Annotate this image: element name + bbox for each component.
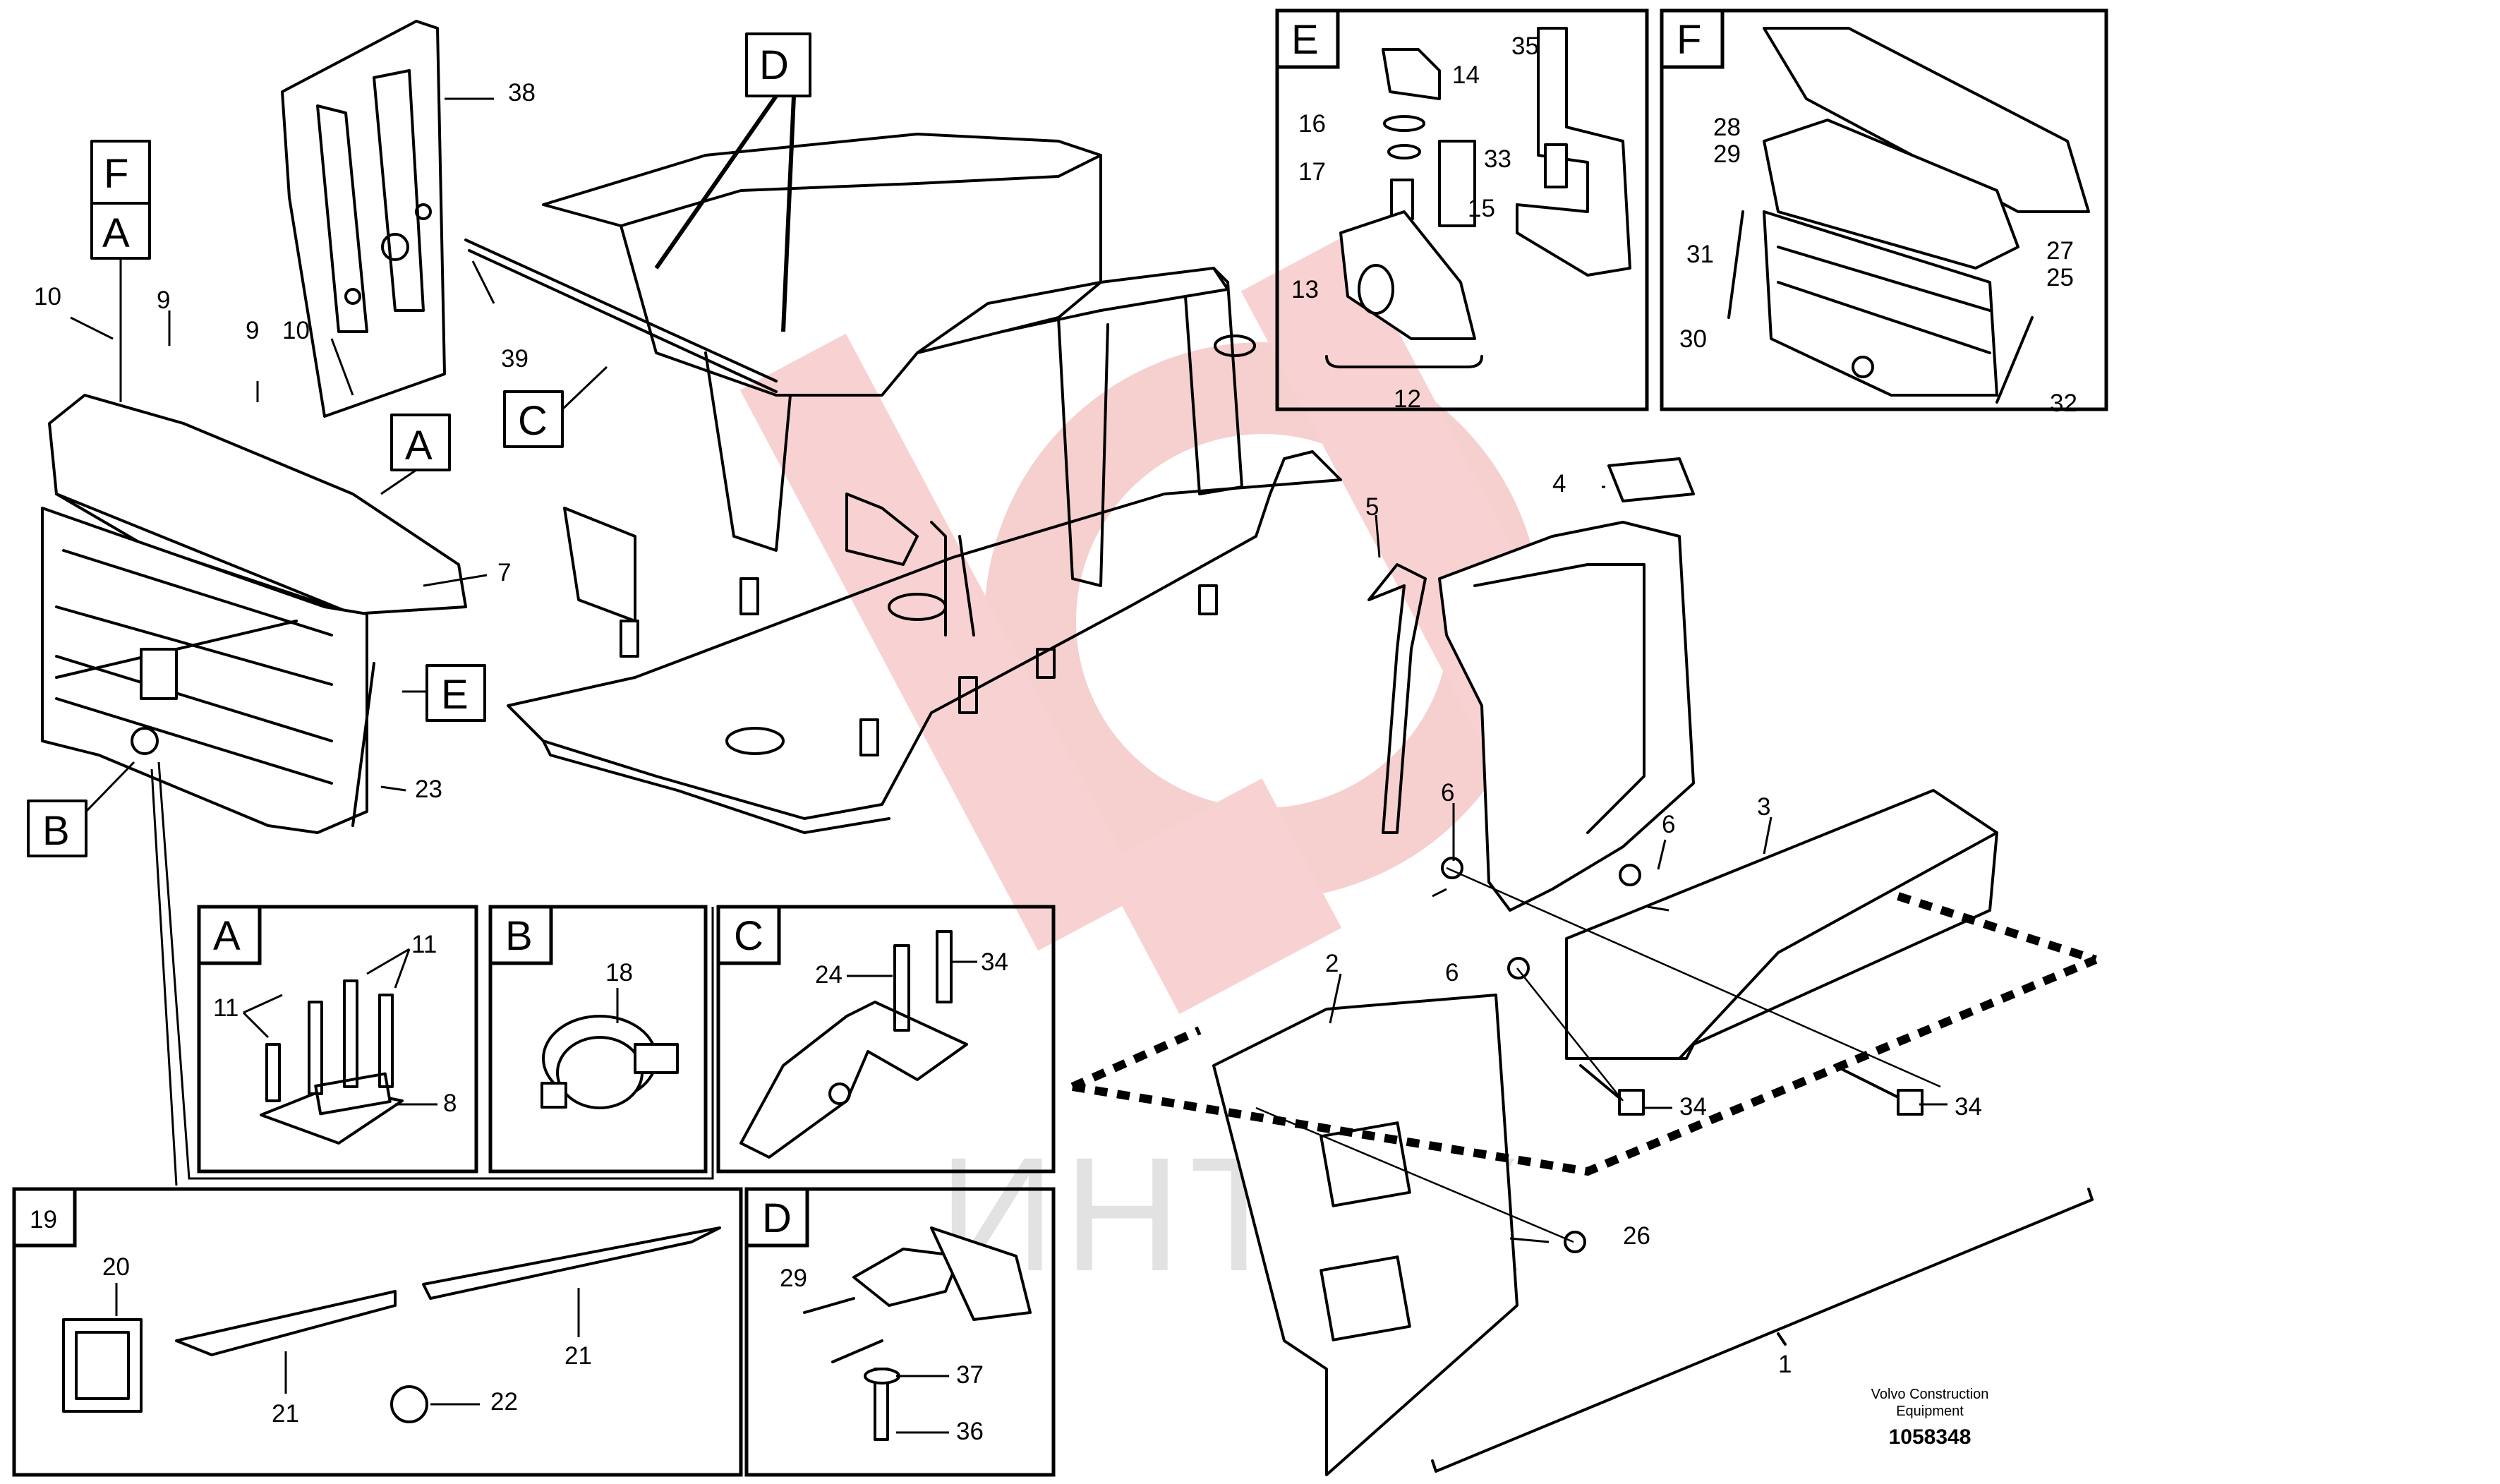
callout-letter-b-main: B <box>42 808 70 854</box>
part-21-b: 21 <box>564 1342 592 1370</box>
part-31: 31 <box>1686 241 1714 268</box>
part-27: 27 <box>2046 237 2074 265</box>
part-13: 13 <box>1291 276 1319 303</box>
part-29: 29 <box>1713 140 1741 168</box>
part-9-a: 9 <box>157 286 170 314</box>
detail-box-e <box>1275 8 1649 411</box>
detail-box-f <box>1660 8 2108 411</box>
part-11-b: 11 <box>213 994 238 1022</box>
part-17: 17 <box>1298 158 1326 186</box>
part-28: 28 <box>1713 114 1741 141</box>
part-6-a: 6 <box>1441 779 1454 807</box>
cover-panel-38 <box>281 20 446 418</box>
part-21-a: 21 <box>272 1400 299 1428</box>
part-35: 35 <box>1511 32 1539 60</box>
part-14: 14 <box>1452 61 1480 89</box>
front-panel-assembly <box>41 394 467 834</box>
callout-box-d-main <box>654 32 811 332</box>
part-20: 20 <box>102 1253 130 1281</box>
callout-letter-a-main: A <box>102 210 130 256</box>
part-12: 12 <box>1394 385 1421 413</box>
bracket-1 <box>1431 1188 2094 1473</box>
part-22: 22 <box>490 1388 518 1416</box>
callout-letter-f: F <box>104 151 128 197</box>
callout-letter-e-main: E <box>441 672 469 718</box>
detail-label-19: 19 <box>30 1206 57 1233</box>
callout-letter-a-side: A <box>405 423 433 469</box>
part-9-b: 9 <box>246 317 259 344</box>
part-32: 32 <box>2050 390 2077 417</box>
footer-company: Volvo Construction <box>1871 1387 1989 1402</box>
part-34-a: 34 <box>1679 1093 1707 1121</box>
callout-letter-d-main: D <box>759 42 789 88</box>
part-1: 1 <box>1778 1351 1792 1378</box>
part-10-b: 10 <box>282 317 310 344</box>
side-panel-assembly <box>1070 457 2098 1476</box>
detail-box-c <box>716 905 1056 1174</box>
footer-company-sub: Equipment <box>1896 1404 1964 1419</box>
detail-label-f: F <box>1677 17 1701 63</box>
detail-box-19 <box>12 1187 743 1477</box>
part-6-b: 6 <box>1662 811 1675 838</box>
part-24: 24 <box>815 961 843 989</box>
part-26: 26 <box>1623 1222 1650 1250</box>
part-39: 39 <box>501 345 529 373</box>
part-15: 15 <box>1468 195 1495 222</box>
drawing-number: 1058348 <box>1889 1425 1971 1449</box>
detail-label-c: C <box>734 913 763 959</box>
part-16: 16 <box>1298 110 1326 138</box>
detail-label-b: B <box>505 913 533 959</box>
detail-box-a <box>197 905 478 1174</box>
callout-letter-c-main: C <box>518 398 548 444</box>
part-33: 33 <box>1484 145 1511 173</box>
part-30: 30 <box>1679 325 1707 353</box>
part-25: 25 <box>2046 264 2074 291</box>
detail-label-d: D <box>762 1195 792 1241</box>
part-37: 37 <box>956 1361 984 1389</box>
callout-box-b-main <box>27 761 135 857</box>
detail-box-d <box>744 1187 1056 1477</box>
part-3: 3 <box>1757 793 1770 821</box>
detail-box-b <box>488 905 708 1174</box>
part-8: 8 <box>443 1090 457 1117</box>
bracket-12 <box>1325 355 1483 368</box>
part-6-c: 6 <box>1445 959 1459 987</box>
part-7: 7 <box>497 559 511 586</box>
part-36: 36 <box>956 1418 984 1445</box>
seal-strip-39 <box>464 239 778 393</box>
callout-box-f <box>90 140 151 205</box>
part-34-c: 34 <box>981 948 1008 976</box>
part-4: 4 <box>1552 470 1566 497</box>
callout-box-e-main <box>402 664 486 722</box>
cab-frame <box>507 133 1342 834</box>
callout-box-a-side <box>380 414 451 495</box>
part-29-d: 29 <box>780 1265 807 1292</box>
callout-box-c-main <box>503 366 608 448</box>
part-23: 23 <box>415 776 442 803</box>
part-11-a: 11 <box>411 931 437 958</box>
callout-box-a-main <box>90 202 151 402</box>
part-2: 2 <box>1325 950 1339 977</box>
part-5: 5 <box>1365 493 1379 521</box>
leader-lines <box>70 97 1948 1243</box>
part-18: 18 <box>605 959 633 987</box>
detail-label-a: A <box>213 913 241 959</box>
part-38: 38 <box>508 79 536 107</box>
detail-label-e: E <box>1291 17 1319 63</box>
part-34-b: 34 <box>1955 1093 1982 1121</box>
part-10-a: 10 <box>34 283 61 310</box>
